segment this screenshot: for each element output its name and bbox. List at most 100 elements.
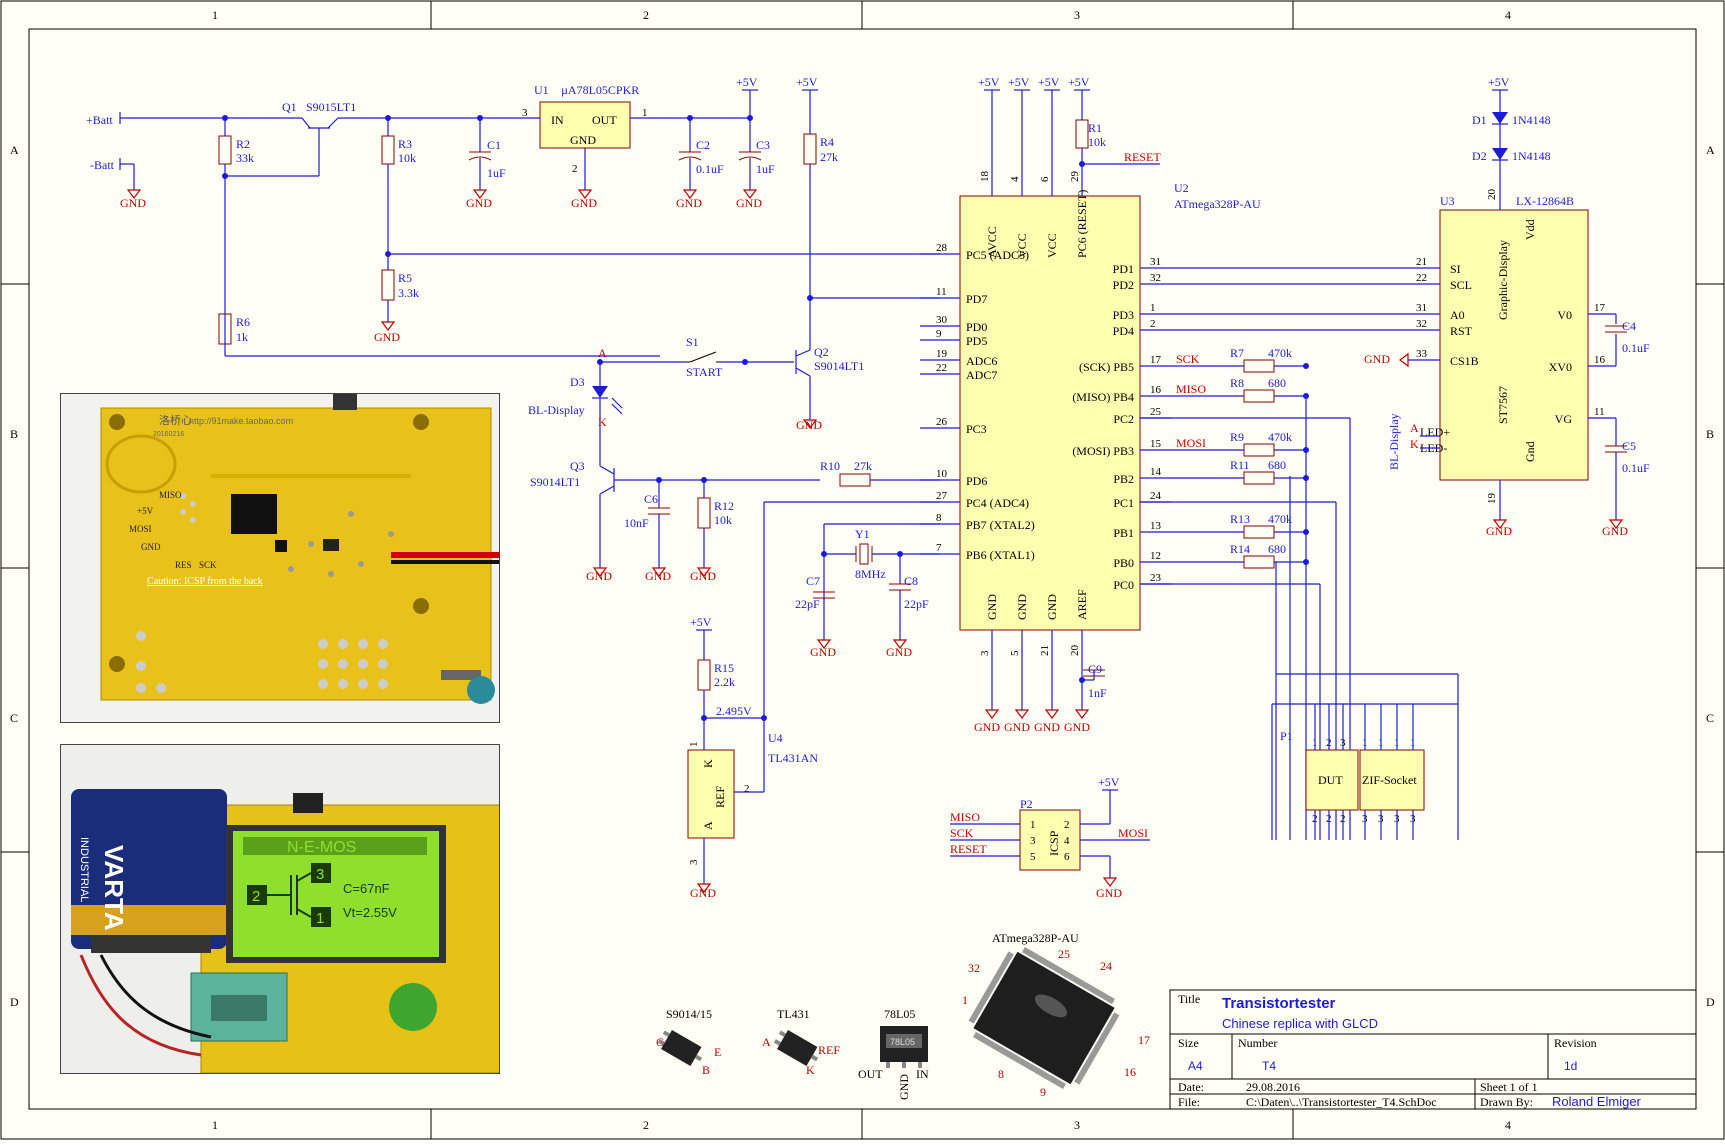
q3-ref: Q3 (570, 459, 585, 473)
u3-pin-11-num: 11 (1594, 406, 1605, 418)
vcc-label-d1: +5V (1488, 75, 1510, 89)
u2-pin-11-num: 11 (936, 286, 947, 298)
c8-value: 22pF (904, 597, 929, 611)
u3-pin-si-label: SI (1450, 262, 1461, 276)
pkg-atmega-pin-1: 1 (962, 993, 968, 1007)
c9-ref: C9 (1088, 662, 1102, 676)
pkg-atmega-pin-32: 32 (968, 961, 980, 975)
u2-pin-gnd-label: GND (1015, 594, 1029, 620)
p2-miso-net: MISO (950, 810, 980, 824)
pcb-brand: 洛桥心 (159, 413, 192, 427)
u4-pin-a: 3 (688, 859, 700, 865)
pkg-s9014-c: C (656, 1035, 664, 1049)
r5-value: 3.3k (398, 286, 419, 300)
p2-pin-1: 1 (1030, 819, 1036, 831)
device-photo: VARTA INDUSTRIAL N-E-MOS 2 3 1 C=67nF Vt… (60, 744, 500, 1074)
u2-pin-28-num: 28 (936, 242, 948, 254)
gnd-label-u3: GND (1486, 524, 1512, 538)
tb-subtitle: Chinese replica with GLCD (1222, 1016, 1378, 1031)
p1-dut-label: DUT (1318, 773, 1343, 787)
q3-value: S9014LT1 (530, 475, 580, 489)
gnd-label-u2-21: GND (1034, 720, 1060, 734)
gnd-label-r5: GND (374, 330, 400, 344)
u1-pin-gnd: 2 (572, 163, 578, 175)
u2-atmega: U2 ATmega328P-AU +5V +5V +5V +5V R1 10k … (920, 75, 1261, 734)
r3-value: 10k (398, 151, 416, 165)
r3-ref: R3 (398, 137, 412, 151)
u1-pin-in: 3 (522, 107, 528, 119)
row-label-right-d: D (1706, 995, 1715, 1009)
u4-ref-label: REF (713, 786, 727, 808)
c5-ref: C5 (1622, 439, 1636, 453)
r7-ref: R7 (1230, 346, 1244, 360)
u2-pin-pd3-label: PD3 (1113, 308, 1134, 322)
u2-pin-5-num: 5 (1009, 650, 1021, 656)
u2-pin-pb0-label: PB0 (1113, 556, 1134, 570)
c4-ref: C4 (1622, 319, 1636, 333)
r10-value: 27k (854, 459, 872, 473)
r2-value: 33k (236, 151, 254, 165)
u2-pin-gnd-label: GND (985, 594, 999, 620)
gnd-label-c8: GND (886, 645, 912, 659)
r5-ref: R5 (398, 271, 412, 285)
net-sck: SCK (1176, 352, 1200, 366)
gnd-label-q2: GND (796, 418, 822, 432)
icsp-header: P2 ICSP 1 3 5 2 4 6 MISO SCK RESET +5V M… (950, 775, 1150, 900)
col-label-bottom-3: 3 (1074, 1118, 1080, 1132)
pkg-atmega-title: ATmega328P-AU (992, 931, 1079, 945)
gnd-label-c5: GND (1602, 524, 1628, 538)
y1-ref: Y1 (855, 527, 870, 541)
u3-pin-rst-label: RST (1450, 324, 1473, 338)
p2-ref: P2 (1020, 797, 1033, 811)
r6-value: 1k (236, 330, 248, 344)
q1-ref: Q1 (282, 100, 297, 114)
u3-gnd-label: Gnd (1523, 441, 1537, 462)
tb-revision: 1d (1564, 1059, 1577, 1073)
u2-pin-16-num: 16 (1150, 384, 1162, 396)
u3-pin-32-num: 32 (1416, 318, 1427, 330)
u2-pin-pc6-reset-label: PC6 (RESET) (1075, 190, 1089, 258)
pkg-78l05-marking: 78L05 (890, 1037, 915, 1047)
vcc-label-icsp: +5V (1098, 775, 1120, 789)
p2-pin-2: 2 (1064, 819, 1070, 831)
c7-ref: C7 (806, 574, 820, 588)
p1-zif-label: ZIF-Socket (1362, 773, 1417, 787)
row-label-right-c: C (1706, 711, 1714, 725)
gnd-label-c3: GND (736, 196, 762, 210)
u3-value: LX-12864B (1516, 194, 1574, 208)
u3-pin-vdd: 20 (1486, 189, 1498, 201)
d3-ref: D3 (570, 375, 585, 389)
p2-reset-net: RESET (950, 842, 987, 856)
c4-value: 0.1uF (1622, 341, 1650, 355)
u1-value: µA78L05CPKR (561, 83, 639, 97)
q2-ref: Q2 (814, 345, 829, 359)
u2-value: ATmega328P-AU (1174, 197, 1261, 211)
u2-pin-32-num: 32 (1150, 272, 1161, 284)
u2-pin-24-num: 24 (1150, 490, 1162, 502)
u2-pin-13-num: 13 (1150, 520, 1162, 532)
row-label-right-b: B (1706, 427, 1714, 441)
gnd-label-u2-3: GND (974, 720, 1000, 734)
pcb-caution: Caution: ICSP from the back (147, 576, 263, 587)
r10-ref: R10 (820, 459, 840, 473)
u3-title: Graphic-Display (1496, 240, 1510, 320)
tb-drawn-label: Drawn By: (1480, 1095, 1533, 1109)
c3-ref: C3 (756, 138, 770, 152)
reset-net-label: RESET (1124, 150, 1161, 164)
pkg-atmega-pin-9: 9 (1040, 1085, 1046, 1099)
u2-pin-gnd-label: GND (1045, 594, 1059, 620)
pkg-atmega-pin-16: 16 (1124, 1065, 1136, 1079)
col-label-top-4: 4 (1505, 8, 1511, 22)
u2-pin-pd0-label: PD0 (966, 320, 987, 334)
u1-in-label: IN (551, 113, 564, 127)
r8-ref: R8 (1230, 376, 1244, 390)
pkg-atmega-pin-17: 17 (1138, 1033, 1150, 1047)
u3-ref: U3 (1440, 194, 1455, 208)
d3-value: BL-Display (528, 403, 585, 417)
u2-pin-adc6-label: ADC6 (966, 354, 997, 368)
u3-pin-33-num: 33 (1416, 348, 1428, 360)
u1-out-label: OUT (592, 113, 617, 127)
u2-pin-25-num: 25 (1150, 406, 1162, 418)
